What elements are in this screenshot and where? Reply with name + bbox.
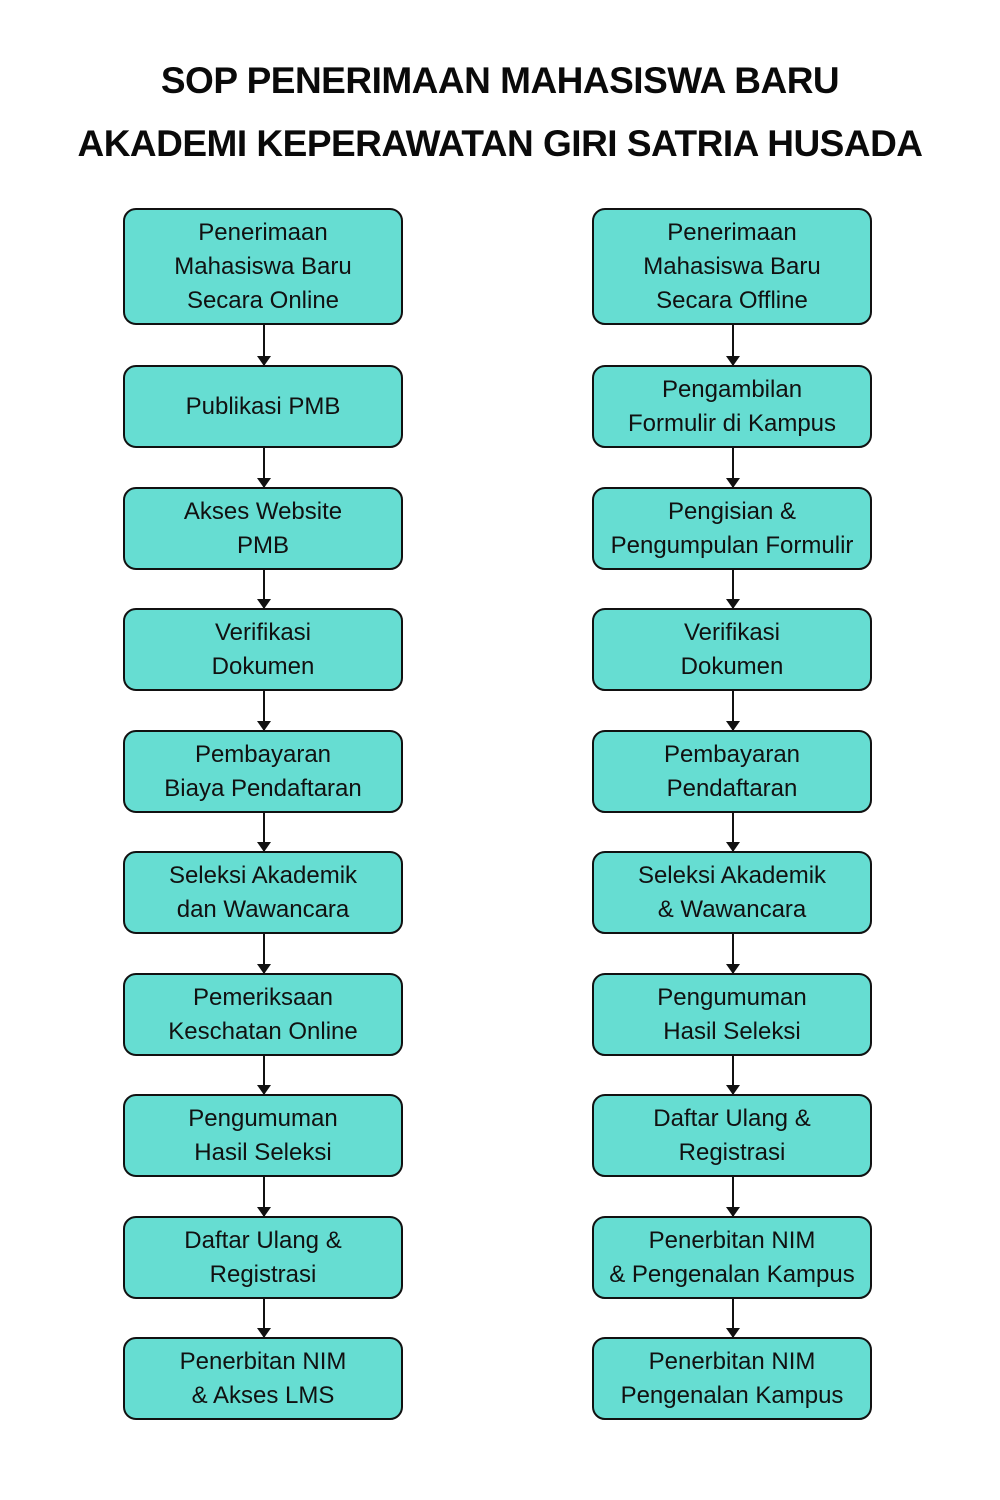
online-step-8: Pengumuman Hasil Seleksi — [123, 1094, 403, 1177]
online-step-7: Pemeriksaan Keschatan Online — [123, 973, 403, 1056]
step-label: Verifikasi Dokumen — [211, 618, 315, 680]
step-label: Seleksi Akademik dan Wawancara — [168, 861, 358, 923]
offline-step-8: Daftar Ulang & Registrasi — [592, 1094, 872, 1177]
offline-step-10: Penerbitan NIM Pengenalan Kampus — [592, 1337, 872, 1420]
offline-step-2: Pengambilan Formulir di Kampus — [592, 365, 872, 448]
step-label: Pembayaran Pendaftaran — [663, 740, 801, 802]
step-label: Verifikasi Dokumen — [680, 618, 784, 680]
step-label: Pembayaran Biaya Pendaftaran — [164, 740, 362, 802]
offline-step-4: Verifikasi Dokumen — [592, 608, 872, 691]
down-arrow-icon — [726, 570, 740, 609]
step-label: Pemeriksaan Keschatan Online — [168, 983, 358, 1045]
online-step-4: Verifikasi Dokumen — [123, 608, 403, 691]
step-label: Penerimaan Mahasiswa Baru Secara Offline — [643, 218, 821, 314]
step-label: Pengumuman Hasil Seleksi — [188, 1104, 338, 1166]
down-arrow-icon — [726, 1177, 740, 1217]
down-arrow-icon — [257, 570, 271, 609]
online-step-6: Seleksi Akademik dan Wawancara — [123, 851, 403, 934]
down-arrow-icon — [257, 448, 271, 488]
online-step-10: Penerbitan NIM & Akses LMS — [123, 1337, 403, 1420]
online-step-1: Penerimaan Mahasiswa Baru Secara Online — [123, 208, 403, 325]
step-label: Publikasi PMB — [185, 392, 341, 420]
offline-step-5: Pembayaran Pendaftaran — [592, 730, 872, 813]
step-label: Pengambilan Formulir di Kampus — [627, 375, 837, 437]
offline-step-3: Pengisian & Pengumpulan Formulir — [592, 487, 872, 570]
online-step-5: Pembayaran Biaya Pendaftaran — [123, 730, 403, 813]
step-label: Akses Website PMB — [183, 497, 343, 559]
page-title-line-1: SOP PENERIMAAN MAHASISWA BARU — [160, 60, 840, 101]
down-arrow-icon — [726, 1056, 740, 1095]
down-arrow-icon — [726, 448, 740, 488]
down-arrow-icon — [257, 691, 271, 731]
down-arrow-icon — [257, 813, 271, 852]
step-label: Penerbitan NIM Pengenalan Kampus — [620, 1347, 844, 1409]
offline-step-7: Pengumuman Hasil Seleksi — [592, 973, 872, 1056]
down-arrow-icon — [257, 1056, 271, 1095]
down-arrow-icon — [257, 934, 271, 974]
offline-step-1: Penerimaan Mahasiswa Baru Secara Offline — [592, 208, 872, 325]
online-step-2: Publikasi PMB — [123, 365, 403, 448]
step-label: Daftar Ulang & Registrasi — [184, 1226, 342, 1288]
step-label: Seleksi Akademik & Wawancara — [637, 861, 827, 923]
offline-step-6: Seleksi Akademik & Wawancara — [592, 851, 872, 934]
step-label: Pengumuman Hasil Seleksi — [657, 983, 807, 1045]
down-arrow-icon — [257, 1299, 271, 1338]
down-arrow-icon — [726, 1299, 740, 1338]
down-arrow-icon — [257, 1177, 271, 1217]
down-arrow-icon — [726, 325, 740, 366]
page-title-line-2: AKADEMI KEPERAWATAN GIRI SATRIA HUSADA — [77, 123, 923, 164]
step-label: Penerbitan NIM & Pengenalan Kampus — [609, 1226, 855, 1288]
down-arrow-icon — [257, 325, 271, 366]
down-arrow-icon — [726, 691, 740, 731]
down-arrow-icon — [726, 813, 740, 852]
step-label: Pengisian & Pengumpulan Formulir — [610, 497, 854, 559]
offline-step-9: Penerbitan NIM & Pengenalan Kampus — [592, 1216, 872, 1299]
step-label: Daftar Ulang & Registrasi — [653, 1104, 811, 1166]
step-label: Penerimaan Mahasiswa Baru Secara Online — [174, 218, 352, 314]
down-arrow-icon — [726, 934, 740, 974]
step-label: Penerbitan NIM & Akses LMS — [179, 1347, 347, 1409]
online-step-9: Daftar Ulang & Registrasi — [123, 1216, 403, 1299]
online-step-3: Akses Website PMB — [123, 487, 403, 570]
